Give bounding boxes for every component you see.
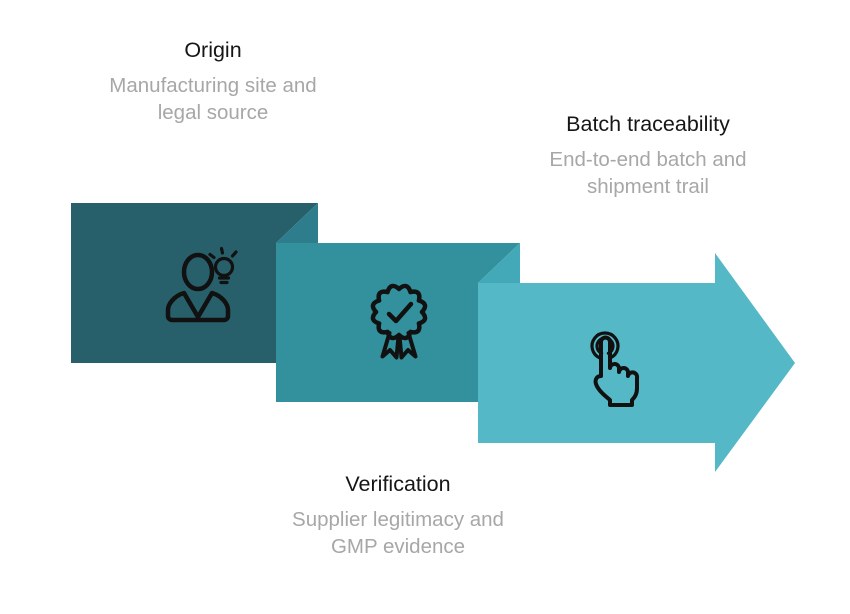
step-description-line: shipment trail xyxy=(587,175,709,198)
step-description: Supplier legitimacy and GMP evidence xyxy=(228,506,568,560)
award-ribbon-icon xyxy=(370,283,428,360)
person-lightbulb-icon xyxy=(165,246,238,323)
step-description-line: Manufacturing site and xyxy=(109,74,317,97)
step-batch-arrow-shape xyxy=(478,253,795,472)
step-description-line: Supplier legitimacy and xyxy=(292,508,504,531)
step-origin-shape xyxy=(71,203,318,363)
fold-origin-to-verification xyxy=(276,203,318,243)
step-description: End-to-end batch and shipment trail xyxy=(478,146,818,200)
step-description: Manufacturing site and legal source xyxy=(43,72,383,126)
step-label-verification: Verification Supplier legitimacy and GMP… xyxy=(228,470,568,560)
step-verification-shape xyxy=(276,243,520,402)
step-label-origin: Origin Manufacturing site and legal sour… xyxy=(43,36,383,126)
step-title: Batch traceability xyxy=(566,112,730,136)
step-title: Origin xyxy=(184,38,242,62)
tap-gesture-icon xyxy=(590,331,640,407)
fold-verification-to-batch xyxy=(478,243,520,283)
step-description-line: End-to-end batch and xyxy=(549,148,747,171)
step-description-line: legal source xyxy=(157,101,269,124)
step-description-line: GMP evidence xyxy=(330,535,466,558)
step-title: Verification xyxy=(345,472,451,496)
step-label-batch-traceability: Batch traceability End-to-end batch and … xyxy=(478,110,818,200)
